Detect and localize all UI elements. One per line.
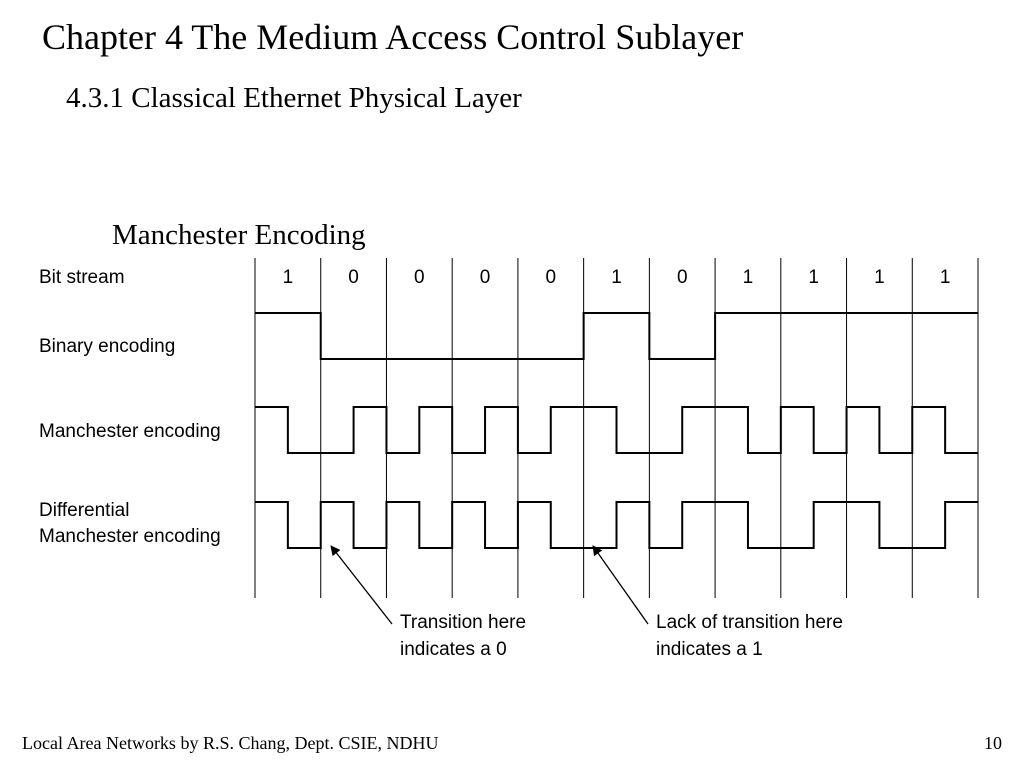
annotation-no-transition-line1: Lack of transition here <box>656 612 843 633</box>
page-number: 10 <box>984 733 1002 753</box>
annotation-no-transition-line2: indicates a 1 <box>656 639 763 660</box>
bit-label: 1 <box>743 267 754 288</box>
bit-label: 0 <box>414 267 425 288</box>
binary-encoding-waveform <box>255 312 978 360</box>
annotation-arrow-transition <box>330 545 393 625</box>
annotation-transition-line1: Transition here <box>400 612 526 633</box>
bit-label: 1 <box>611 267 622 288</box>
differential-manchester-waveform <box>255 501 978 549</box>
diagram-title: Manchester Encoding <box>112 219 366 251</box>
row-label-differential: Differential <box>39 500 129 521</box>
bit-stream-labels: 1 0 0 0 0 1 0 1 1 1 1 <box>283 267 951 288</box>
annotation-arrow-no-transition <box>592 545 649 625</box>
row-label-manchester-encoding: Manchester encoding <box>39 421 221 442</box>
bit-label: 1 <box>283 267 294 288</box>
section-subtitle: 4.3.1 Classical Ethernet Physical Layer <box>66 82 522 114</box>
annotation-transition-line2: indicates a 0 <box>400 639 507 660</box>
footer-credit: Local Area Networks by R.S. Chang, Dept.… <box>22 733 439 753</box>
bit-label: 1 <box>874 267 885 288</box>
page-title: Chapter 4 The Medium Access Control Subl… <box>42 17 744 57</box>
bit-label: 0 <box>348 267 359 288</box>
row-label-binary-encoding: Binary encoding <box>39 336 175 357</box>
bit-label: 0 <box>677 267 688 288</box>
bit-label: 1 <box>808 267 819 288</box>
bit-label: 1 <box>940 267 951 288</box>
row-label-differential-manchester: Manchester encoding <box>39 526 221 547</box>
row-label-bit-stream: Bit stream <box>39 267 125 288</box>
manchester-encoding-waveform <box>255 406 978 454</box>
bit-label: 0 <box>545 267 556 288</box>
bit-label: 0 <box>480 267 491 288</box>
